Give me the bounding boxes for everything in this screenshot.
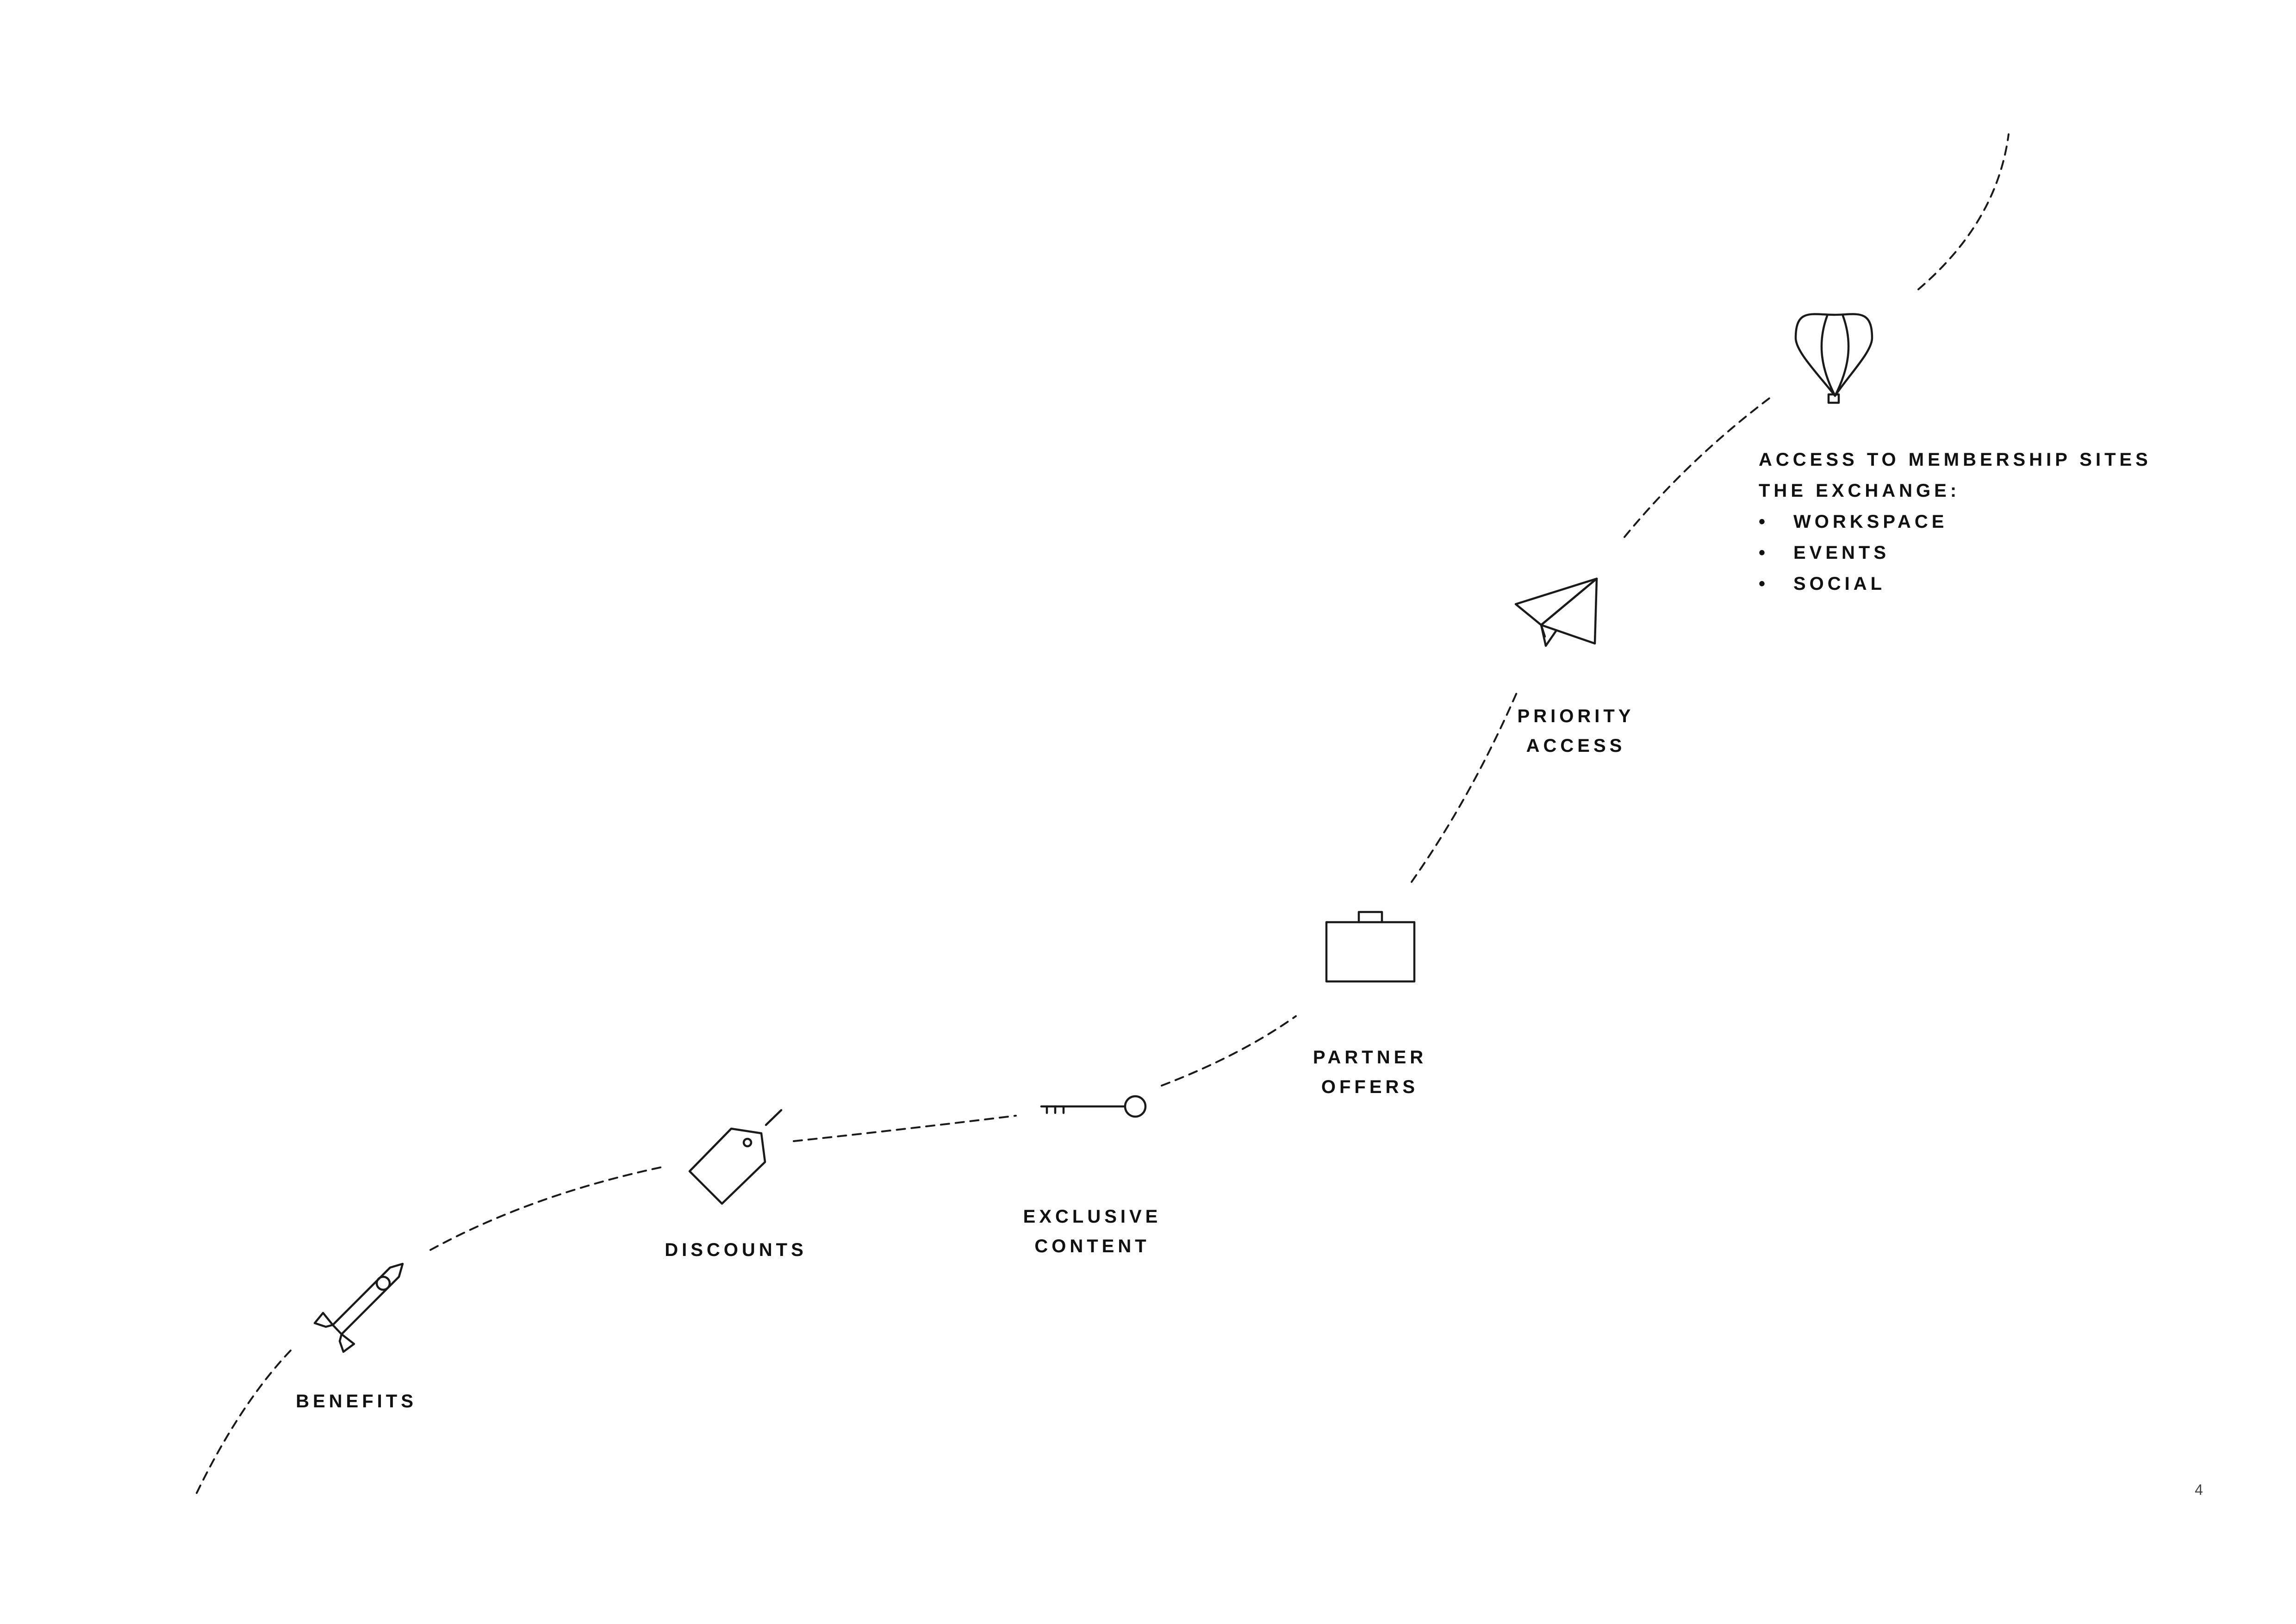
- discounts-label-text: DISCOUNTS: [665, 1240, 807, 1260]
- list-item-text: SOCIAL: [1793, 574, 1886, 594]
- list-item: • EVENTS: [1759, 537, 2152, 568]
- list-item-text: EVENTS: [1793, 543, 1890, 563]
- exclusive-content-label: EXCLUSIVE CONTENT: [1009, 1202, 1176, 1261]
- membership-title-line2: THE EXCHANGE:: [1759, 481, 1960, 501]
- bullet-icon: •: [1759, 574, 1769, 594]
- membership-title-line1: ACCESS TO MEMBERSHIP SITES: [1759, 450, 2152, 470]
- partner-offers-label-line1: PARTNER: [1313, 1047, 1427, 1068]
- benefits-label: BENEFITS: [278, 1387, 435, 1416]
- list-item: • SOCIAL: [1759, 568, 2152, 600]
- list-item: • WORKSPACE: [1759, 506, 2152, 537]
- path-segment-start: [196, 1349, 292, 1494]
- hot-air-balloon-icon: [1794, 313, 1873, 404]
- partner-offers-label: PARTNER OFFERS: [1296, 1043, 1444, 1102]
- path-segment-offers-priority: [1411, 689, 1519, 883]
- benefits-label-text: BENEFITS: [296, 1391, 417, 1412]
- path-segment-benefits-discounts: [429, 1166, 665, 1251]
- path-segment-end: [1917, 133, 2010, 290]
- partner-offers-label-line2: OFFERS: [1321, 1077, 1419, 1097]
- exclusive-content-label-line1: EXCLUSIVE: [1023, 1206, 1162, 1227]
- rocket-icon: [313, 1262, 404, 1353]
- list-item-text: WORKSPACE: [1793, 512, 1948, 532]
- priority-access-label-line1: PRIORITY: [1517, 706, 1635, 726]
- key-icon: [1040, 1095, 1147, 1118]
- priority-access-label-line2: ACCESS: [1526, 736, 1626, 756]
- bullet-icon: •: [1759, 512, 1769, 532]
- bullet-icon: •: [1759, 543, 1769, 563]
- path-segment-priority-membership: [1624, 395, 1773, 538]
- priority-access-label: PRIORITY ACCESS: [1497, 701, 1655, 761]
- briefcase-icon: [1325, 911, 1416, 983]
- price-tag-icon: [688, 1109, 783, 1205]
- discounts-label: DISCOUNTS: [653, 1235, 819, 1265]
- membership-access-block: ACCESS TO MEMBERSHIP SITES THE EXCHANGE:…: [1759, 444, 2152, 600]
- journey-path: [196, 133, 2010, 1494]
- path-segment-discounts-content: [793, 1115, 1017, 1142]
- paper-plane-icon: [1514, 577, 1598, 647]
- page-number: 4: [2195, 1481, 2203, 1498]
- exclusive-content-label-line2: CONTENT: [1034, 1236, 1150, 1256]
- path-segment-content-offers: [1161, 1015, 1297, 1087]
- membership-sites-list: • WORKSPACE • EVENTS • SOCIAL: [1759, 506, 2152, 600]
